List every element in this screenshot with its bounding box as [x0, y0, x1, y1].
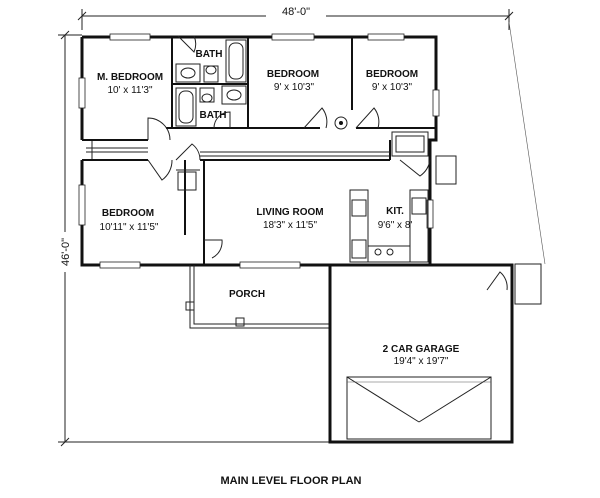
overall-depth-label: 46'-0": [60, 238, 72, 266]
garage-size: 19'4" x 19'7": [394, 356, 449, 367]
living-room-name: LIVING ROOM: [256, 207, 323, 218]
porch-name: PORCH: [229, 289, 265, 300]
master-bedroom-size: 10' x 11'3": [108, 85, 153, 96]
plan-title: MAIN LEVEL FLOOR PLAN: [221, 475, 362, 487]
bath-fixtures: [175, 39, 247, 127]
depth-dimension-line: [58, 30, 330, 447]
bedroom-2-name: BEDROOM: [267, 69, 319, 80]
garage-name: 2 CAR GARAGE: [383, 344, 460, 355]
kitchen-size: 9'6" x 8': [378, 220, 413, 231]
porch: [185, 265, 330, 329]
doors: [147, 35, 508, 291]
kitchen-name: KIT.: [386, 206, 404, 217]
garage: [328, 263, 542, 444]
bath-bottom-name: BATH: [199, 110, 226, 121]
closets: [86, 147, 390, 191]
bedroom-left-name: BEDROOM: [102, 208, 154, 219]
overall-width-label: 48'-0": [282, 6, 310, 18]
bedroom-3-size: 9' x 10'3": [372, 82, 413, 93]
windows: [78, 33, 440, 269]
bedroom-2-size: 9' x 10'3": [274, 82, 315, 93]
bedroom-left-size: 10'11" x 11'5": [100, 222, 159, 233]
living-room-size: 18'3" x 11'5": [263, 220, 318, 231]
bedroom-3-name: BEDROOM: [366, 69, 418, 80]
interior-walls: [82, 37, 436, 265]
bath-top-name: BATH: [195, 49, 222, 60]
master-bedroom-name: M. BEDROOM: [97, 72, 163, 83]
kitchen-counters: [349, 131, 457, 263]
